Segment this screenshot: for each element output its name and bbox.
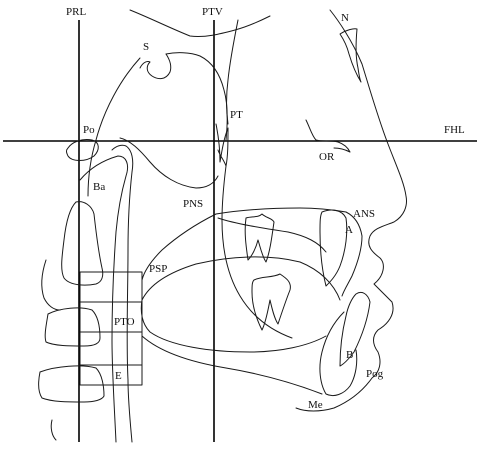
label-n: N — [341, 12, 349, 24]
label-ba: Ba — [93, 181, 105, 193]
label-pog: Pog — [366, 368, 384, 380]
label-prl: PRL — [66, 6, 86, 18]
label-psp: PSP — [149, 263, 167, 275]
label-po: Po — [83, 124, 95, 136]
label-ans: ANS — [353, 208, 375, 220]
vertebra-c1 — [41, 259, 61, 311]
pterygoid-fissure — [215, 123, 229, 167]
label-a: A — [345, 224, 353, 236]
label-pt: PT — [230, 109, 243, 121]
vertebra-c2 — [61, 201, 104, 286]
label-pns: PNS — [183, 198, 203, 210]
label-ptv: PTV — [202, 6, 223, 18]
mandible-ramus — [221, 165, 293, 339]
hyoid-mandible-lower — [141, 335, 323, 395]
label-or: OR — [319, 151, 335, 163]
lower-molar — [251, 273, 291, 331]
maxilla-anterior — [341, 211, 363, 297]
cranial-contour — [226, 19, 239, 125]
label-b: B — [346, 349, 353, 361]
label-pto: PTO — [114, 316, 135, 328]
airway-box — [79, 271, 143, 386]
vertebra-c3 — [44, 307, 101, 347]
soft-tissue-profile — [295, 9, 407, 412]
occipital-outline — [119, 137, 219, 189]
posterior-pharynx — [79, 155, 129, 443]
palate-inferior — [217, 217, 327, 253]
label-me: Me — [308, 399, 323, 411]
soft-palate — [141, 213, 217, 281]
tongue-inferior — [140, 299, 327, 353]
sphenoid-outline — [165, 52, 228, 141]
vertebra-c5 — [50, 419, 57, 441]
symphysis — [319, 311, 358, 397]
label-fhl: FHL — [444, 124, 465, 136]
tongue-dorsum — [141, 256, 341, 301]
vertebra-c4 — [38, 365, 105, 403]
sella-turcica — [139, 53, 172, 80]
pharynx-inner — [111, 144, 134, 443]
label-s: S — [143, 41, 149, 53]
cranial-base-upper — [129, 9, 271, 37]
upper-molar — [244, 213, 275, 263]
nasal-bone-outline — [339, 28, 362, 83]
clivus-anterior — [87, 57, 141, 197]
porion-outline — [66, 139, 99, 161]
label-e: E — [115, 370, 122, 382]
lower-incisor — [339, 291, 371, 367]
upper-incisor — [319, 209, 348, 287]
orbit-outline — [305, 119, 351, 153]
